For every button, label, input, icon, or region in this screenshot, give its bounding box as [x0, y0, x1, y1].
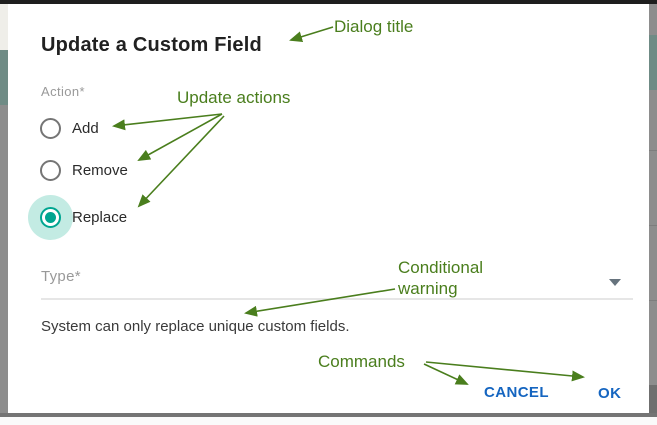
backdrop-divider — [649, 150, 657, 151]
cancel-button[interactable]: CANCEL — [484, 384, 549, 401]
radio-button-icon[interactable] — [40, 160, 61, 181]
backdrop-divider — [649, 225, 657, 226]
radio-label-remove: Remove — [72, 162, 128, 179]
type-field-label: Type* — [41, 268, 81, 285]
radio-label-add: Add — [72, 120, 99, 137]
backdrop-right-teal-segment — [649, 35, 657, 90]
window-bottom-border — [0, 413, 657, 417]
window-top-border — [0, 0, 657, 4]
annotation-update-actions: Update actions — [177, 88, 291, 107]
ok-button[interactable]: OK — [598, 385, 622, 402]
backdrop-right-dark-segment — [649, 385, 657, 413]
annotation-commands: Commands — [318, 352, 405, 371]
backdrop-left-segment — [0, 4, 8, 50]
backdrop-divider — [649, 300, 657, 301]
radio-label-replace: Replace — [72, 209, 128, 226]
backdrop-left-teal-segment — [0, 50, 8, 105]
annotation-dialog-title: Dialog title — [334, 17, 414, 36]
dialog-title: Update a Custom Field — [41, 34, 262, 56]
update-custom-field-dialog: Update a Custom Field Action* Add Remove… — [8, 4, 649, 413]
conditional-warning-text: System can only replace unique custom fi… — [41, 318, 350, 335]
dropdown-caret-icon[interactable] — [609, 279, 621, 286]
type-field-underline — [41, 298, 633, 300]
window-bottom-edge — [0, 417, 657, 425]
action-group-label: Action* — [41, 84, 85, 99]
radio-button-icon[interactable] — [40, 118, 61, 139]
annotation-conditional-warning: Conditional warning — [398, 258, 484, 298]
radio-button-checked-icon[interactable] — [40, 207, 61, 228]
